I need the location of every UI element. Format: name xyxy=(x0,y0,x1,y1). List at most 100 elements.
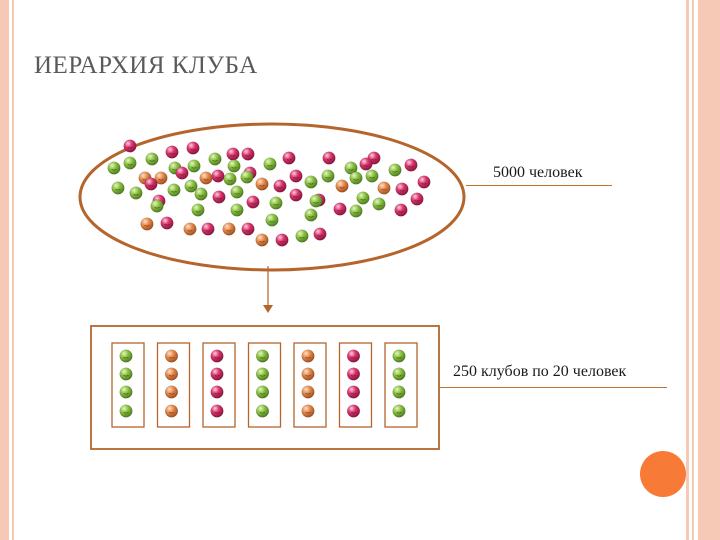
club-member-figure xyxy=(392,367,406,381)
club-member-figure xyxy=(392,349,406,363)
member-figure xyxy=(111,181,125,195)
member-figure xyxy=(201,222,215,236)
club-member-figure xyxy=(256,404,270,418)
member-figure xyxy=(175,166,189,180)
club-member-figure xyxy=(210,367,224,381)
member-figure xyxy=(322,151,336,165)
member-figure xyxy=(289,169,303,183)
member-figure xyxy=(230,203,244,217)
member-figure xyxy=(123,139,137,153)
club-member-figure xyxy=(392,385,406,399)
club-member-figure xyxy=(392,404,406,418)
page-title: ИЕРАРХИЯ КЛУБА xyxy=(34,52,258,79)
member-figure xyxy=(226,147,240,161)
member-figure xyxy=(404,158,418,172)
club-member-figure xyxy=(301,349,315,363)
right-border-decoration xyxy=(686,0,720,540)
club-member-figure xyxy=(256,385,270,399)
member-figure xyxy=(191,203,205,217)
member-figure xyxy=(222,222,236,236)
member-figure xyxy=(211,169,225,183)
member-figure xyxy=(275,233,289,247)
member-figure xyxy=(313,227,327,241)
member-figure xyxy=(365,169,379,183)
member-crowd xyxy=(107,139,431,247)
member-figure xyxy=(194,187,208,201)
club-member-figure xyxy=(210,349,224,363)
club-member-figure xyxy=(164,349,178,363)
member-figure xyxy=(335,179,349,193)
member-figure xyxy=(263,157,277,171)
accent-circle xyxy=(640,451,686,497)
member-figure xyxy=(208,152,222,166)
member-figure xyxy=(241,222,255,236)
member-figure xyxy=(372,197,386,211)
member-figure xyxy=(349,204,363,218)
member-figure xyxy=(183,222,197,236)
member-figure xyxy=(321,169,335,183)
club-box xyxy=(338,342,373,428)
member-figure xyxy=(388,163,402,177)
club-member-figure xyxy=(164,404,178,418)
member-figure xyxy=(333,202,347,216)
club-box xyxy=(156,342,191,428)
member-figure xyxy=(223,172,237,186)
member-figure xyxy=(394,203,408,217)
members-label: 5000 человек xyxy=(493,164,583,181)
club-box xyxy=(111,342,145,428)
club-member-figure xyxy=(347,367,361,381)
club-member-figure xyxy=(164,367,178,381)
member-figure xyxy=(145,152,159,166)
member-figure xyxy=(410,192,424,206)
club-member-figure xyxy=(347,404,361,418)
member-figure xyxy=(269,196,283,210)
member-figure xyxy=(186,141,200,155)
member-figure xyxy=(282,151,296,165)
member-figure xyxy=(160,216,174,230)
club-member-figure xyxy=(301,404,315,418)
club-member-figure xyxy=(347,349,361,363)
member-figure xyxy=(187,159,201,173)
member-figure xyxy=(241,147,255,161)
club-member-figure xyxy=(119,349,133,363)
clubs-leader-line xyxy=(439,387,667,388)
club-member-figure xyxy=(119,385,133,399)
members-ellipse xyxy=(78,122,466,272)
member-figure xyxy=(304,175,318,189)
club-box xyxy=(247,342,282,428)
club-boxes xyxy=(111,342,418,428)
left-border-decoration xyxy=(0,0,14,540)
arrow-head xyxy=(263,305,273,313)
member-figure xyxy=(199,171,213,185)
club-member-figure xyxy=(347,385,361,399)
member-figure xyxy=(154,171,168,185)
club-member-figure xyxy=(119,404,133,418)
member-figure xyxy=(227,159,241,173)
member-figure xyxy=(273,179,287,193)
member-figure xyxy=(255,177,269,191)
member-figure xyxy=(107,161,121,175)
member-figure xyxy=(230,185,244,199)
member-figure xyxy=(349,171,363,185)
member-figure xyxy=(129,186,143,200)
club-member-figure xyxy=(164,385,178,399)
club-member-figure xyxy=(301,367,315,381)
member-figure xyxy=(359,157,373,171)
member-figure xyxy=(240,170,254,184)
club-member-figure xyxy=(210,385,224,399)
member-figure xyxy=(150,199,164,213)
member-figure xyxy=(417,175,431,189)
clubs-label: 250 клубов по 20 человек xyxy=(453,363,627,380)
member-figure xyxy=(212,190,226,204)
club-box xyxy=(293,342,327,428)
member-figure xyxy=(265,213,279,227)
member-figure xyxy=(123,156,137,170)
club-box xyxy=(202,342,236,428)
club-member-figure xyxy=(256,349,270,363)
member-figure xyxy=(167,183,181,197)
member-figure xyxy=(144,177,158,191)
club-member-figure xyxy=(256,367,270,381)
members-leader-line xyxy=(466,185,612,186)
member-figure xyxy=(356,191,370,205)
member-figure xyxy=(395,182,409,196)
